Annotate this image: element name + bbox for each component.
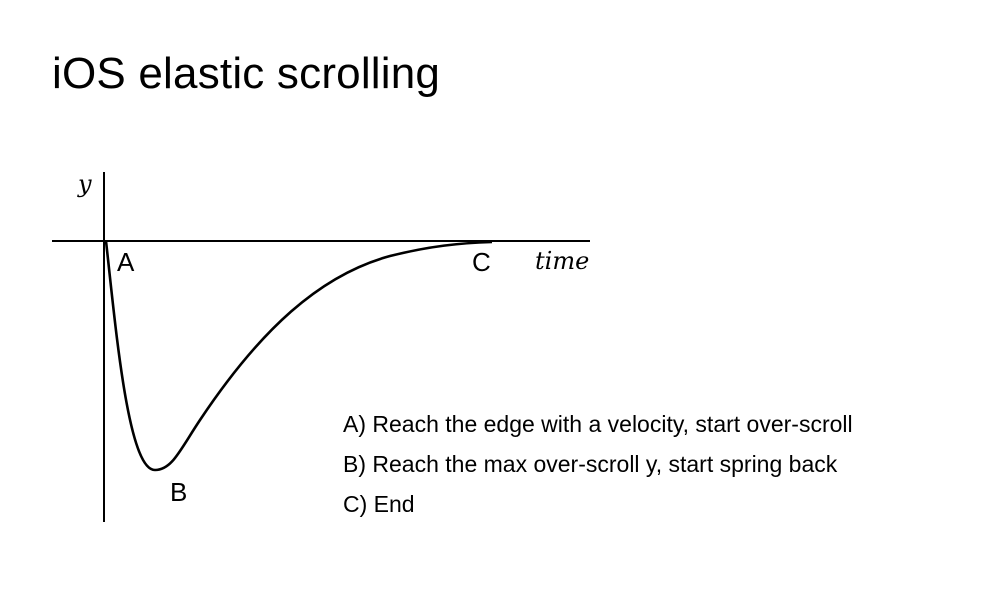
time-axis-label: time	[535, 247, 589, 275]
legend-list: A) Reach the edge with a velocity, start…	[343, 404, 853, 524]
legend-item-a: A) Reach the edge with a velocity, start…	[343, 411, 853, 437]
page-title: iOS elastic scrolling	[52, 49, 441, 98]
y-axis-label: y	[77, 170, 92, 198]
legend-item-b: B) Reach the max over-scroll y, start sp…	[343, 451, 838, 477]
point-c-label: C	[472, 247, 491, 277]
point-b-label: B	[170, 477, 187, 507]
legend-item-c: C) End	[343, 491, 415, 517]
elastic-scroll-curve	[104, 240, 493, 472]
point-a-label: A	[117, 247, 135, 277]
